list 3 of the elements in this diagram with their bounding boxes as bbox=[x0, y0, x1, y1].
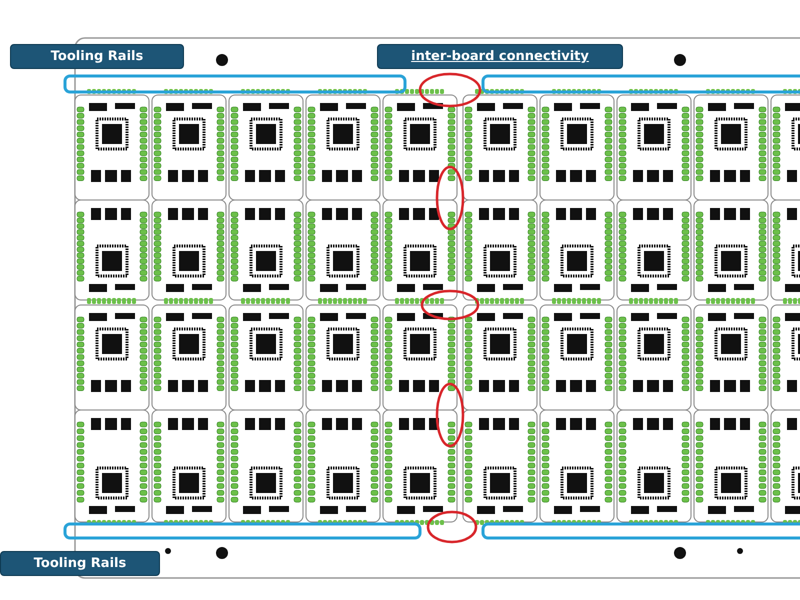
callout-label: Tooling Rails bbox=[0, 551, 160, 576]
callout-label: inter-board connectivity bbox=[377, 44, 623, 69]
callout-label: Tooling Rails bbox=[10, 44, 184, 69]
